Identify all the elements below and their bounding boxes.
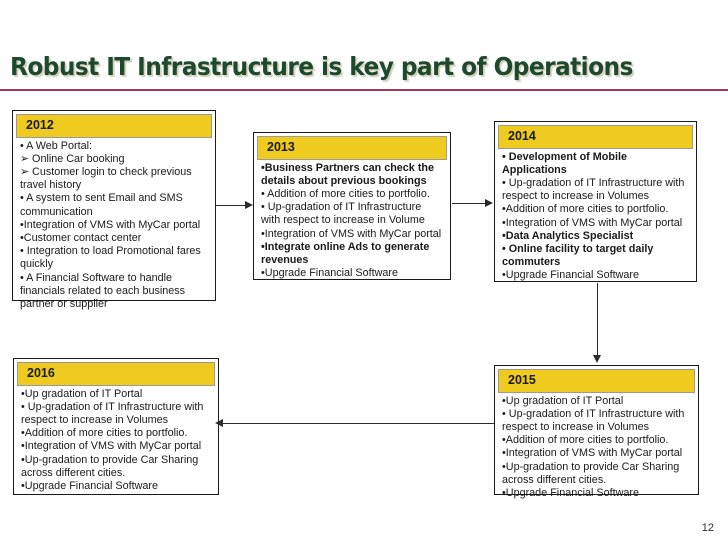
box-year-header-2016: 2016 xyxy=(17,362,215,386)
roadmap-box-2016[interactable]: 2016 •Up gradation of IT Portal• Up-grad… xyxy=(13,358,219,495)
bullet-item: •Integration of VMS with MyCar portal xyxy=(502,447,683,460)
roadmap-box-2014[interactable]: 2014 • Development of Mobile Application… xyxy=(494,121,697,282)
box-body-2014: • Development of Mobile Applications• Up… xyxy=(498,149,693,283)
bullet-item: •Integration of VMS with MyCar portal xyxy=(21,440,202,453)
roadmap-box-2013[interactable]: 2013 •Business Partners can check the de… xyxy=(253,132,451,280)
bullet-item: • A system to sent Email and SMS communi… xyxy=(20,192,183,218)
page-number: 12 xyxy=(701,522,714,534)
page-title: Robust IT Infrastructure is key part of … xyxy=(10,52,633,81)
box-body-2016: •Up gradation of IT Portal• Up-gradation… xyxy=(17,386,215,494)
bullet-item: • Up-gradation of IT Infrastructure with… xyxy=(502,176,685,203)
bullet-item: • Online facility to target daily commut… xyxy=(502,242,654,269)
bullet-item: • Development of Mobile Applications xyxy=(502,150,627,176)
box-year-header-2015: 2015 xyxy=(498,369,695,393)
connector-line xyxy=(597,283,598,357)
bullet-item: •Integrate online Ads to generate revenu… xyxy=(261,240,430,266)
bullet-item: •Up gradation of IT Portal xyxy=(21,387,143,400)
bullet-item: • Up-gradation of IT Infrastructure with… xyxy=(21,400,204,426)
connector-line xyxy=(452,203,486,204)
box-body-2012: • A Web Portal:➢ Online Car booking➢ Cus… xyxy=(16,138,212,312)
roadmap-box-2015[interactable]: 2015 •Up gradation of IT Portal• Up-grad… xyxy=(494,365,699,499)
title-divider xyxy=(0,89,728,91)
box-body-2013: •Business Partners can check the details… xyxy=(257,160,447,281)
connector-line xyxy=(216,205,247,206)
bullet-item: •Upgrade Financial Software xyxy=(21,479,159,492)
bullet-item: ➢ Customer login to check previous trave… xyxy=(20,165,192,192)
bullet-item: • A Financial Software to handle financi… xyxy=(20,271,186,310)
box-year-header-2013: 2013 xyxy=(257,136,447,160)
bullet-item: •Addition of more cities to portfolio. xyxy=(502,434,669,447)
bullet-item: •Upgrade Financial Software xyxy=(502,486,640,499)
bullet-item: • Integration to load Promotional fares … xyxy=(20,245,201,271)
bullet-item: •Business Partners can check the details… xyxy=(261,161,435,187)
bullet-item: •Up-gradation to provide Car Sharing acr… xyxy=(21,453,199,479)
arrow-left-icon xyxy=(215,419,223,427)
bullet-item: •Up-gradation to provide Car Sharing acr… xyxy=(502,460,680,486)
arrow-right-icon xyxy=(245,201,253,209)
box-year-header-2014: 2014 xyxy=(498,125,693,149)
bullet-item: •Upgrade Financial Software xyxy=(261,267,399,280)
bullet-item: •Addition of more cities to portfolio. xyxy=(21,427,188,440)
bullet-item: •Upgrade Financial Software xyxy=(502,269,640,282)
arrow-down-icon xyxy=(593,355,601,363)
bullet-item: •Up gradation of IT Portal xyxy=(502,394,624,407)
box-body-2015: •Up gradation of IT Portal• Up-gradation… xyxy=(498,393,695,501)
bullet-item: •Integration of VMS with MyCar portal xyxy=(261,227,442,240)
arrow-right-icon xyxy=(485,199,493,207)
roadmap-box-2012[interactable]: 2012 • A Web Portal:➢ Online Car booking… xyxy=(12,110,216,310)
box-year-header-2012: 2012 xyxy=(16,114,212,138)
connector-line xyxy=(222,423,494,424)
bullet-item: •Integration of VMS with MyCar portal xyxy=(20,218,201,231)
bullet-item: • Addition of more cities to portfolio. xyxy=(261,187,430,200)
bullet-item: • Up-gradation of IT Infrastructure with… xyxy=(502,407,685,433)
bullet-item: ➢ Online Car booking xyxy=(20,152,125,165)
bullet-item: • Up-gradation of IT Infrastructure with… xyxy=(261,201,425,227)
bullet-item: •Customer contact center xyxy=(20,231,142,244)
bullet-item: •Data Analytics Specialist xyxy=(502,229,634,242)
bullet-item: • A Web Portal: xyxy=(20,139,92,152)
bullet-item: •Addition of more cities to portfolio. xyxy=(502,203,669,216)
bullet-item: •Integration of VMS with MyCar portal xyxy=(502,216,683,229)
